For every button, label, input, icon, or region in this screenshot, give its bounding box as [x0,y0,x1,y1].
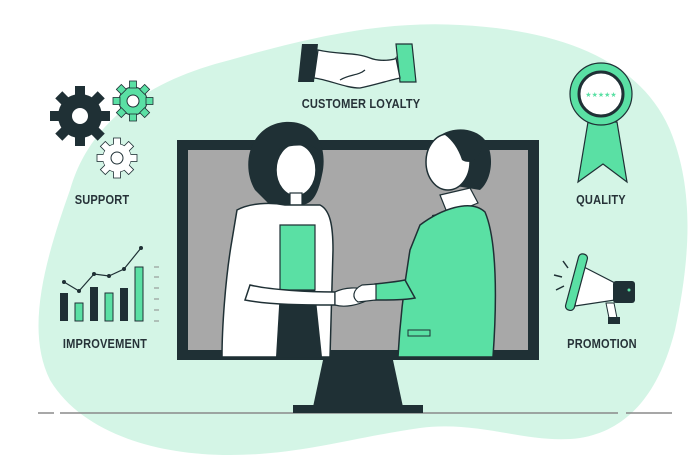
label-promotion: PROMOTION [567,336,637,351]
rating-stars: ★★★★★ [585,91,616,99]
label-support: SUPPORT [74,192,130,207]
label-improvement: IMPROVEMENT [62,336,148,351]
label-customer-loyalty: CUSTOMER LOYALTY [301,96,421,111]
label-quality: QUALITY [576,192,626,207]
